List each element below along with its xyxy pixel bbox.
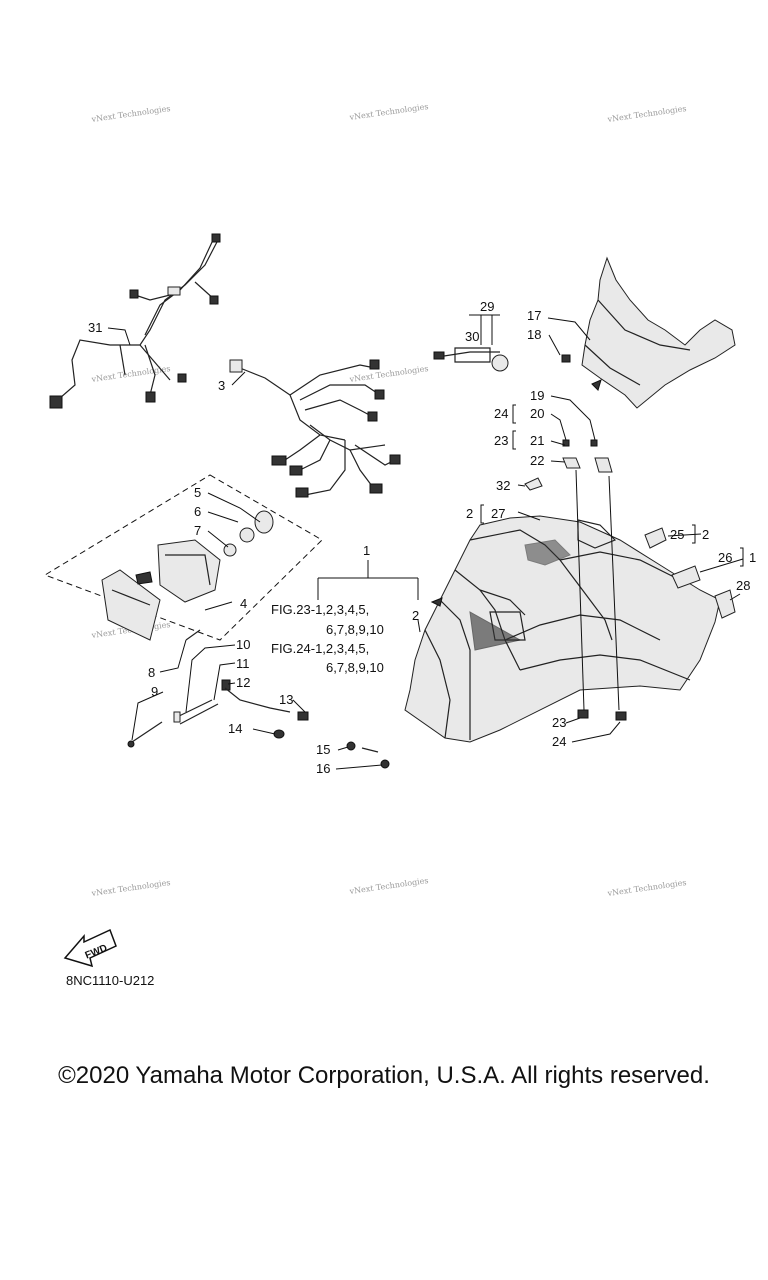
watermark-2: vNext Technologies <box>348 102 429 122</box>
callout-4: 4 <box>240 596 247 611</box>
decal-26 <box>671 565 701 589</box>
callout-20: 20 <box>530 406 544 421</box>
fig23-line1: FIG.23-1,2,3,4,5, <box>271 602 369 617</box>
watermark-9: vNext Technologies <box>348 876 429 896</box>
callout-8: 8 <box>148 665 155 680</box>
callout-12: 12 <box>236 675 250 690</box>
decal-32 <box>524 477 543 491</box>
callout-23a: 23 <box>494 433 508 448</box>
callout-22: 22 <box>530 453 544 468</box>
callout-21: 21 <box>530 433 544 448</box>
callout-28: 28 <box>736 578 750 593</box>
callout-25: 25 <box>670 527 684 542</box>
copyright-notice: ©2020 Yamaha Motor Corporation, U.S.A. A… <box>58 1062 710 1089</box>
front-hood-cover <box>404 515 721 743</box>
fig24-line1: FIG.24-1,2,3,4,5, <box>271 641 369 656</box>
callout-9: 9 <box>151 684 158 699</box>
headlight-assembly-box <box>43 474 323 641</box>
callout-24b: 24 <box>552 734 566 749</box>
diagram-code: 8NC1110-U212 <box>66 973 154 988</box>
callout-13: 13 <box>279 692 293 707</box>
callout-31: 31 <box>88 320 102 335</box>
fig24-line2: 6,7,8,9,10 <box>326 660 384 675</box>
callout-27: 27 <box>491 506 505 521</box>
callout-1: 1 <box>363 543 370 558</box>
callout-7: 7 <box>194 523 201 538</box>
watermark-8: vNext Technologies <box>90 878 171 898</box>
callout-2: 2 <box>412 608 419 623</box>
fig23-line2: 6,7,8,9,10 <box>326 622 384 637</box>
watermark-5: vNext Technologies <box>348 364 429 384</box>
wire-harness-31 <box>49 233 221 409</box>
callout-10: 10 <box>236 637 250 652</box>
figure-references: FIG.23-1,2,3,4,5, 6,7,8,9,10 FIG.24-1,2,… <box>271 602 384 675</box>
tag-28 <box>714 589 736 619</box>
wire-harness-3 <box>229 359 401 498</box>
callout-2-25: 2 <box>702 527 709 542</box>
callout-labels: 1 2 3 4 5 6 7 8 9 10 11 12 13 14 15 16 1… <box>88 299 756 776</box>
callout-15: 15 <box>316 742 330 757</box>
watermark-10: vNext Technologies <box>606 878 687 898</box>
callout-17: 17 <box>527 308 541 323</box>
decal-25 <box>644 527 667 549</box>
callout-1-26: 1 <box>749 550 756 565</box>
watermarks: vNext Technologies vNext Technologies vN… <box>90 102 687 898</box>
watermark-1: vNext Technologies <box>90 104 171 124</box>
callout-18: 18 <box>527 327 541 342</box>
callout-6: 6 <box>194 504 201 519</box>
callout-2-27: 2 <box>466 506 473 521</box>
callout-24a: 24 <box>494 406 508 421</box>
callout-26: 26 <box>718 550 732 565</box>
callout-19: 19 <box>530 388 544 403</box>
callout-16: 16 <box>316 761 330 776</box>
leader-lines <box>107 314 744 770</box>
callout-30: 30 <box>465 329 479 344</box>
fasteners-23-24 <box>575 469 627 721</box>
callout-3: 3 <box>218 378 225 393</box>
pads-20-21-22 <box>562 439 613 473</box>
callout-11: 11 <box>236 656 250 671</box>
callout-14: 14 <box>228 721 242 736</box>
callout-23b: 23 <box>552 715 566 730</box>
callout-29: 29 <box>480 299 494 314</box>
fwd-arrow-icon: FWD <box>63 928 117 968</box>
callout-5: 5 <box>194 485 201 500</box>
callout-32: 32 <box>496 478 510 493</box>
windshield-17 <box>561 256 736 409</box>
small-parts <box>127 629 390 769</box>
watermark-3: vNext Technologies <box>606 104 687 124</box>
lanyard-29-30 <box>433 347 509 372</box>
